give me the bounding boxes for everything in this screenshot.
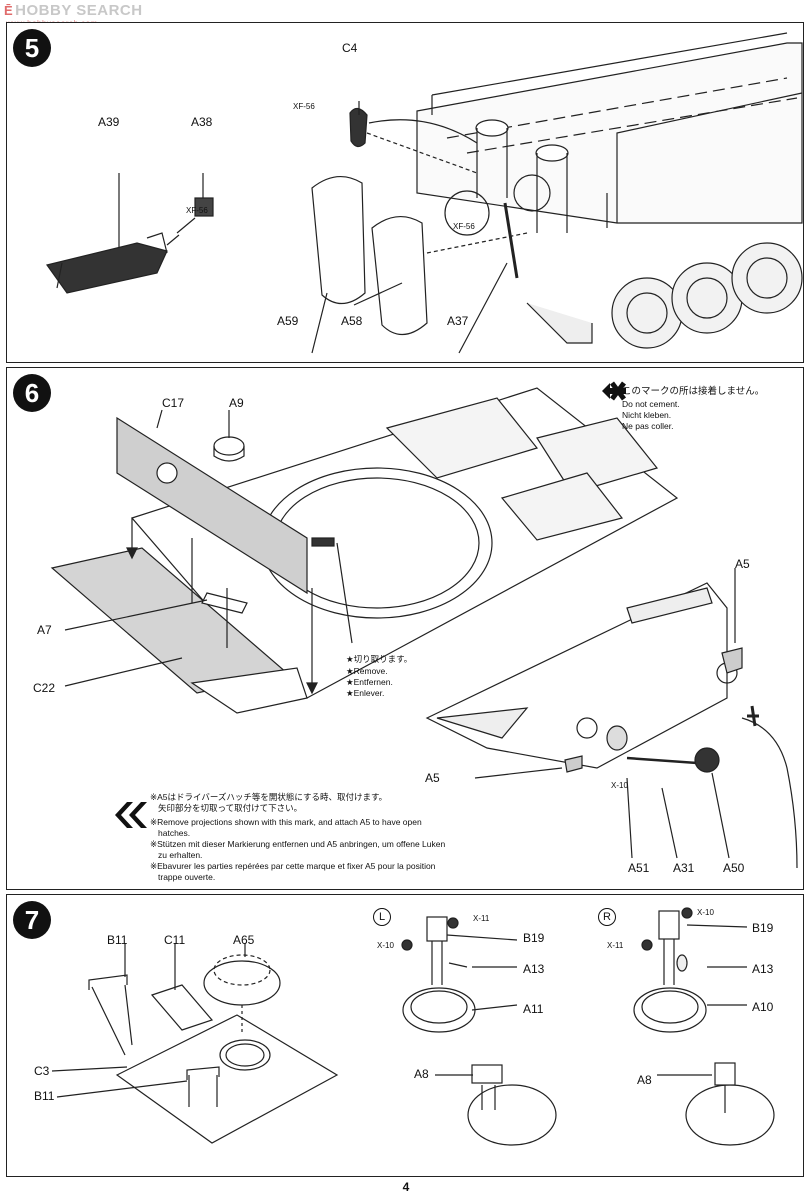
step-7-panel: 7 — [6, 894, 804, 1177]
step-5-panel: 5 — [6, 22, 804, 363]
label-C22: C22 — [33, 681, 56, 695]
step-7-number: 7 — [13, 901, 51, 939]
hatch-note-fr2: trappe ouverte. — [158, 872, 216, 882]
label-B11-bottom: B11 — [34, 1089, 55, 1103]
hatch-note-en1: ※Remove projections shown with this mark… — [150, 817, 422, 827]
label-X10: X-10 — [611, 781, 628, 790]
label-A51: A51 — [628, 861, 650, 875]
hatch-note-jp2: 矢印部分を切取って取付けて下さい。 — [158, 803, 303, 813]
no-cement-en: Do not cement. — [622, 399, 680, 409]
no-cement-jp: このマークの所は接着しません。 — [622, 386, 765, 397]
label-A59: A59 — [277, 314, 299, 328]
left-side-badge: L — [373, 908, 391, 926]
label-X11-right: X-11 — [607, 941, 624, 950]
label-A11: A11 — [523, 1002, 544, 1016]
cut-en: ★Remove. — [346, 666, 388, 676]
hatch-note-de1: ※Stützen mit dieser Markierung entfernen… — [150, 839, 446, 849]
cut-fr: ★Enlever. — [346, 688, 385, 698]
label-XF56-a: XF-56 — [186, 206, 208, 215]
step-5-number: 5 — [13, 29, 51, 67]
label-A37: A37 — [447, 314, 469, 328]
step-5-illustration — [45, 32, 803, 354]
hatch-note-fr1: ※Ebavurer les parties repérées par cette… — [150, 861, 436, 871]
label-A10: A10 — [752, 1000, 774, 1014]
label-A5-top: A5 — [735, 557, 750, 571]
label-A7: A7 — [37, 623, 52, 637]
label-C17: C17 — [162, 396, 185, 410]
step-6-panel: 6 — [6, 367, 804, 890]
remove-projection-icon — [115, 802, 147, 828]
hatch-note-jp1: ※A5はドライバーズハッチ等を開状態にする時、取付けます。 — [150, 792, 388, 802]
label-X10-left: X-10 — [377, 941, 394, 950]
step-7-illustration — [51, 907, 775, 1146]
no-cement-de: Nicht kleben. — [622, 410, 672, 420]
hatch-note-en2: hatches. — [158, 828, 191, 838]
hatch-note-de2: zu erhalten. — [158, 850, 203, 860]
label-A31: A31 — [673, 861, 695, 875]
label-A13-right: A13 — [752, 962, 774, 976]
label-A38: A38 — [191, 115, 213, 129]
label-XF56-b: XF-56 — [293, 102, 315, 111]
label-A8-right: A8 — [637, 1073, 652, 1087]
label-A58: A58 — [341, 314, 363, 328]
no-cement-fr: Ne pas coller. — [622, 421, 674, 431]
label-B19-right: B19 — [752, 921, 774, 935]
label-A65: A65 — [233, 933, 255, 947]
cut-de: ★Entfernen. — [346, 677, 393, 687]
label-B11-top: B11 — [107, 933, 128, 947]
cut-jp: ★切り取ります。 — [346, 654, 413, 664]
no-cement-icon — [602, 381, 626, 401]
label-C11: C11 — [164, 933, 186, 947]
step-6-number: 6 — [13, 374, 51, 412]
label-A5-left: A5 — [425, 771, 440, 785]
watermark-cn: Ē — [4, 3, 14, 18]
step-6-illustration — [50, 387, 798, 869]
label-A39: A39 — [98, 115, 120, 129]
label-A9: A9 — [229, 396, 244, 410]
label-B19-left: B19 — [523, 931, 545, 945]
page-number: 4 — [402, 1180, 410, 1194]
label-XF56-c: XF-56 — [453, 222, 475, 231]
label-A13-left: A13 — [523, 962, 545, 976]
label-X10-right: X-10 — [697, 908, 714, 917]
right-side-badge: R — [598, 908, 616, 926]
label-A50: A50 — [723, 861, 745, 875]
watermark-brand: HOBBY SEARCH — [15, 2, 143, 19]
label-A8-left: A8 — [414, 1067, 429, 1081]
label-X11-left: X-11 — [473, 914, 490, 923]
label-C3: C3 — [34, 1064, 50, 1078]
label-C4: C4 — [342, 41, 358, 55]
